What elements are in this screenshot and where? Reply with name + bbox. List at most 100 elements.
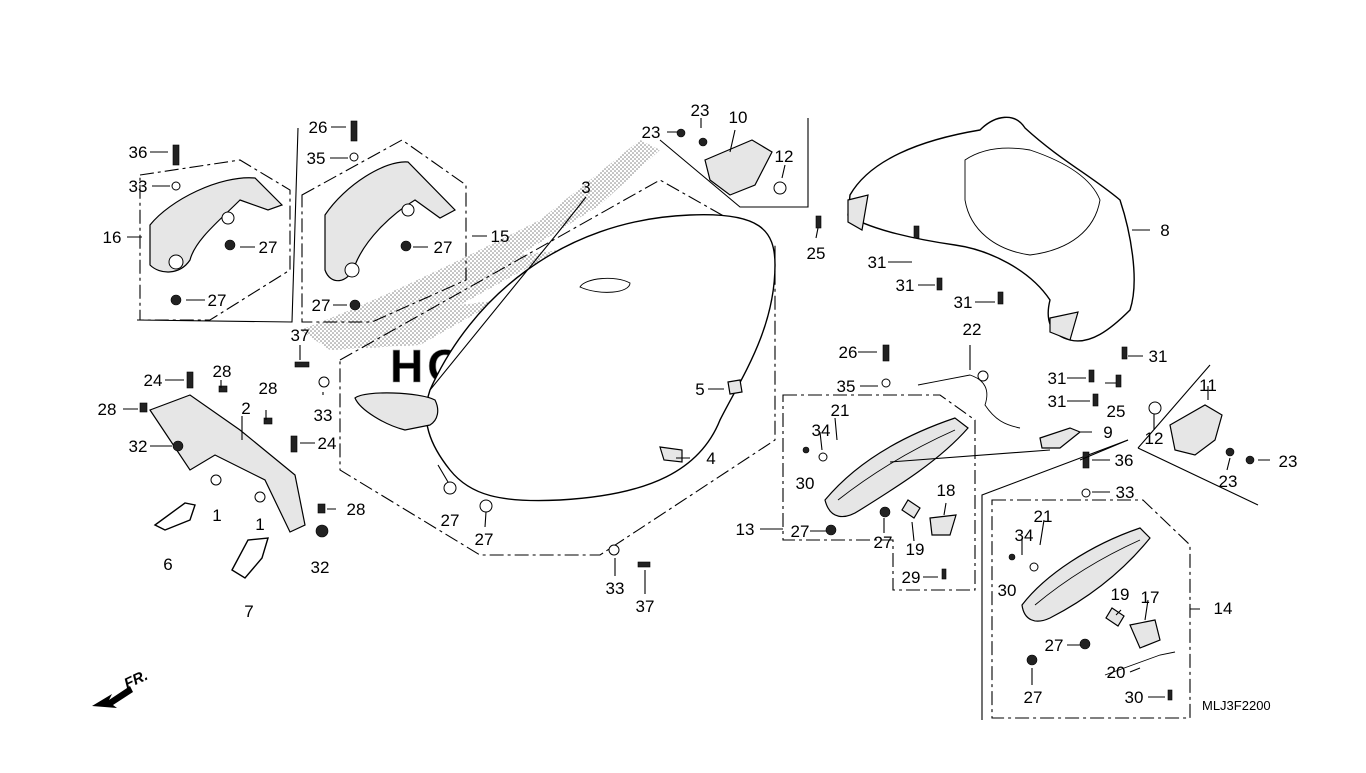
callout-label: 31 [896, 276, 915, 295]
callout-label: 27 [874, 533, 893, 552]
callout-label: 33 [1116, 483, 1135, 502]
callout-label: 31 [1048, 392, 1067, 411]
callout-label: 27 [791, 522, 810, 541]
callout-label: 23 [642, 123, 661, 142]
callout-label: 24 [144, 371, 163, 390]
callout-label: 21 [831, 401, 850, 420]
callout-label: 35 [837, 377, 856, 396]
callout-label: 2 [241, 399, 250, 418]
callout-label: 25 [1107, 402, 1126, 421]
callout-label: 30 [998, 581, 1017, 600]
callout-label: 7 [244, 602, 253, 621]
callout-label: 27 [312, 296, 331, 315]
callout-label: 8 [1160, 221, 1169, 240]
frame-group-15 [301, 139, 467, 323]
callout-label: 15 [491, 227, 510, 246]
callout-label: 33 [606, 579, 625, 598]
latch-9 [1039, 427, 1082, 449]
front-arrow-icon: FR. [92, 667, 151, 708]
frame-group-3 [339, 179, 776, 556]
callout-label: 1 [212, 506, 221, 525]
callout-label: 12 [1145, 429, 1164, 448]
callout-label: 37 [291, 326, 310, 345]
callout-label: 14 [1214, 599, 1233, 618]
callout-label: 19 [906, 540, 925, 559]
callout-label: 23 [1219, 472, 1238, 491]
callout-label: 29 [902, 568, 921, 587]
callout-label: 27 [475, 530, 494, 549]
callout-label: 33 [129, 177, 148, 196]
frame-group-14 [991, 499, 1191, 719]
callout-label: 4 [706, 449, 715, 468]
callout-label: 27 [259, 238, 278, 257]
bracket-7 [231, 537, 269, 579]
cover-10 [704, 139, 773, 196]
callout-label: 27 [208, 291, 227, 310]
leader-lines [123, 118, 1270, 698]
side-rail-14 [1021, 527, 1151, 622]
grab-rail-16 [149, 177, 284, 273]
callout-label: 34 [1015, 526, 1034, 545]
cover-11 [1169, 404, 1223, 456]
callout-label: 31 [868, 253, 887, 272]
callout-label: 30 [796, 474, 815, 493]
callout-label: 24 [318, 434, 337, 453]
callout-label: 3 [581, 178, 590, 197]
callout-label: 28 [98, 400, 117, 419]
callout-label: 27 [441, 511, 460, 530]
callout-label: 33 [314, 406, 333, 425]
callout-label: 12 [775, 147, 794, 166]
callout-label: 27 [1045, 636, 1064, 655]
side-rail-13 [824, 417, 969, 518]
callout-label: 22 [963, 320, 982, 339]
callout-label: 32 [311, 558, 330, 577]
callout-label: 17 [1141, 588, 1160, 607]
callout-label: 25 [807, 244, 826, 263]
fasteners [139, 120, 1255, 701]
callout-label: 31 [1149, 347, 1168, 366]
group-frames [136, 118, 1259, 720]
callout-label: 34 [812, 421, 831, 440]
callout-label: 32 [129, 437, 148, 456]
callout-label: 36 [129, 143, 148, 162]
callout-label: 35 [307, 149, 326, 168]
callout-label: 23 [1279, 452, 1298, 471]
callout-label: 19 [1111, 585, 1130, 604]
bracket-assembly-2 [149, 394, 306, 579]
callout-label: 16 [103, 228, 122, 247]
holder-18 [929, 514, 957, 536]
rubber-5 [727, 379, 743, 395]
callout-label: 30 [1125, 688, 1144, 707]
callout-label: 10 [729, 108, 748, 127]
cable-22 [917, 374, 1021, 429]
callout-label: 31 [954, 293, 973, 312]
cowl-8 [847, 116, 1135, 342]
callout-label: 23 [691, 101, 710, 120]
front-label: FR. [122, 667, 151, 693]
callout-label: 20 [1107, 663, 1126, 682]
callout-label: 9 [1103, 423, 1112, 442]
callout-label: 27 [434, 238, 453, 257]
holder-17 [1129, 619, 1161, 649]
cushion-4 [659, 446, 683, 463]
callout-label: 6 [163, 555, 172, 574]
callout-label: 5 [695, 380, 704, 399]
callout-label: 26 [309, 118, 328, 137]
grab-rail-15 [324, 161, 456, 282]
callout-label: 18 [937, 481, 956, 500]
callout-label: 26 [839, 343, 858, 362]
callout-label: 1 [255, 515, 264, 534]
diagram-code: MLJ3F2200 [1202, 698, 1271, 713]
frame-group-13 [782, 394, 976, 591]
callout-label: 36 [1115, 451, 1134, 470]
callout-label: 28 [259, 379, 278, 398]
callout-label: 13 [736, 520, 755, 539]
callout-label: 21 [1034, 507, 1053, 526]
callout-label: 27 [1024, 688, 1043, 707]
callout-label: 37 [636, 597, 655, 616]
callout-label: 31 [1048, 369, 1067, 388]
spring-20 [1104, 651, 1176, 676]
bracket-6 [153, 502, 196, 531]
callout-label: 28 [347, 500, 366, 519]
